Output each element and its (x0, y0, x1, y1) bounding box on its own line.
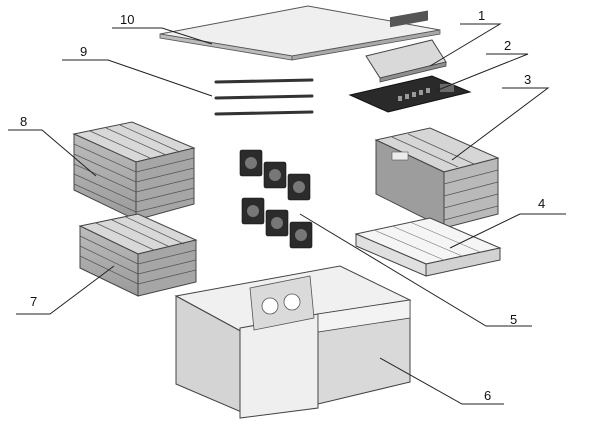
control-card (365, 39, 447, 83)
leader-line-1 (429, 23, 502, 67)
callout-5: 5 (510, 312, 517, 327)
callout-labels: 10 9 1 2 3 8 4 7 5 6 (20, 8, 545, 403)
cooling-fans (239, 149, 313, 249)
support-rods (214, 78, 314, 116)
leader-line-4 (449, 213, 566, 249)
leader-lines (8, 23, 566, 405)
callout-1: 1 (478, 8, 485, 23)
leader-line-9 (62, 59, 213, 97)
callout-3: 3 (524, 72, 531, 87)
top-cover-plate (159, 5, 441, 61)
white-tray (354, 217, 502, 277)
callout-7: 7 (30, 294, 37, 309)
callout-2: 2 (504, 38, 511, 53)
battery-stack-lower (78, 213, 198, 297)
circuit-board (348, 10, 472, 113)
leader-line-5 (299, 213, 532, 327)
callout-4: 4 (538, 196, 545, 211)
leader-line-7 (16, 265, 115, 315)
leader-line-8 (8, 129, 97, 177)
battery-stack-upper (72, 121, 196, 221)
callout-6: 6 (484, 388, 491, 403)
leader-line-3 (451, 87, 550, 161)
leader-line-2 (437, 53, 529, 91)
callout-8: 8 (20, 114, 27, 129)
callout-10: 10 (120, 12, 134, 27)
leader-line-10 (112, 27, 213, 45)
main-enclosure (174, 265, 412, 419)
callout-9: 9 (80, 44, 87, 59)
leader-line-6 (379, 357, 504, 405)
battery-box-right (374, 127, 500, 229)
